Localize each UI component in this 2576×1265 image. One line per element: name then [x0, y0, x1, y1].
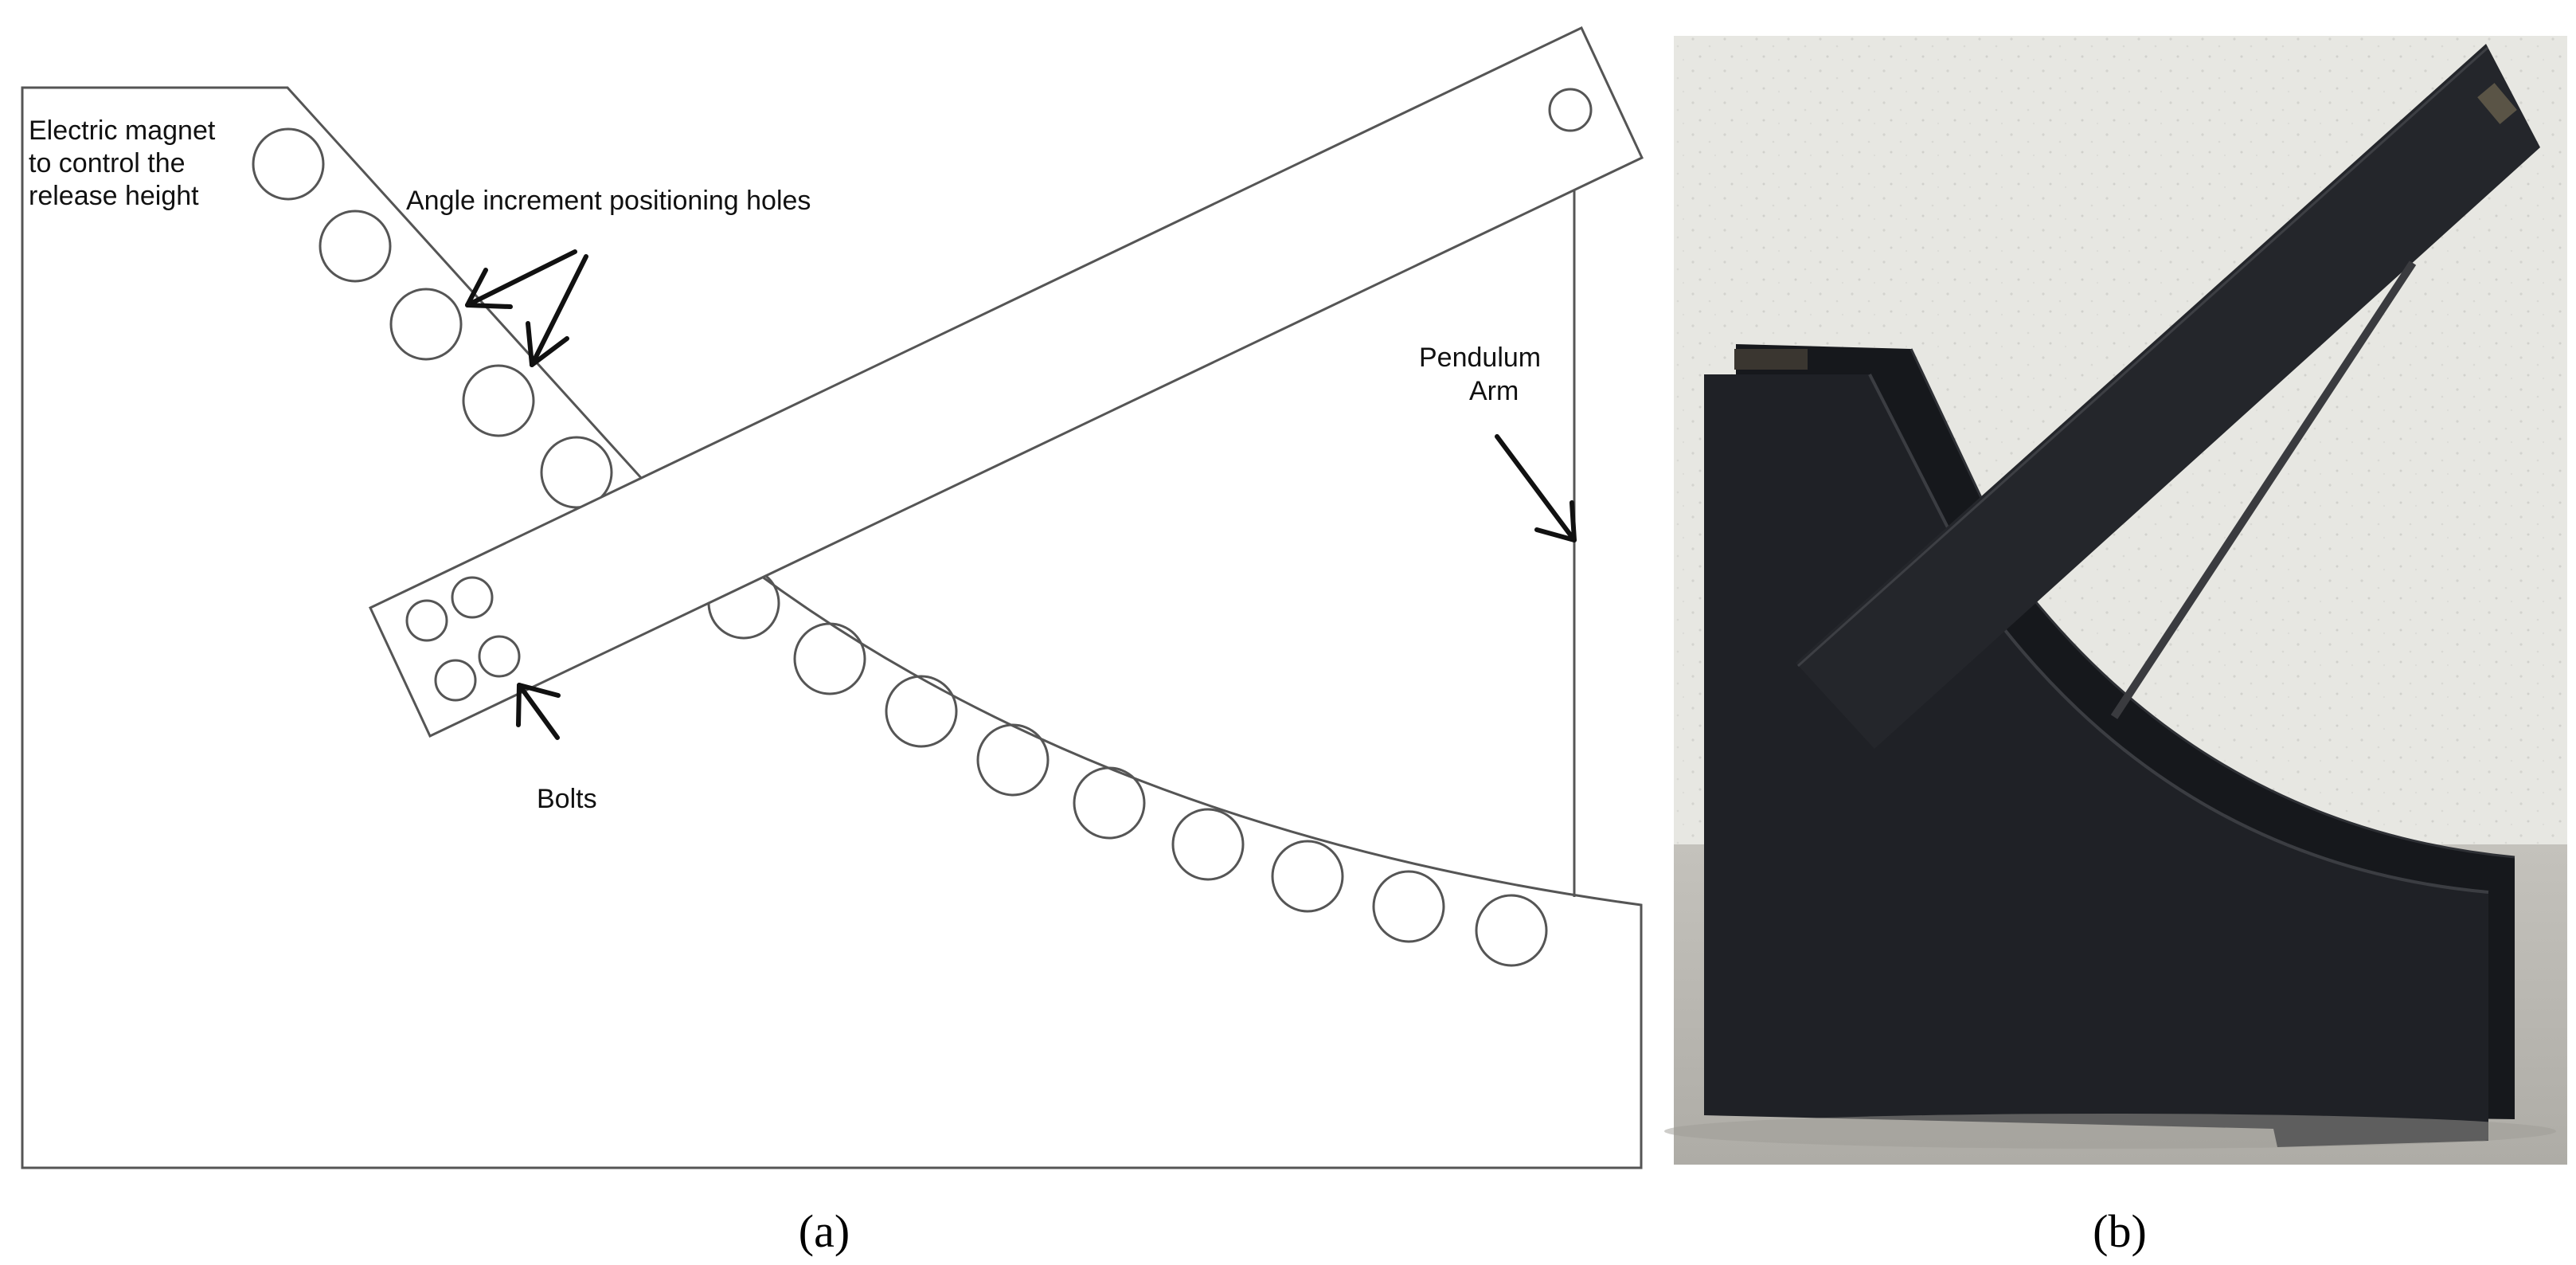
caption-a-letter: a — [814, 1205, 835, 1257]
arm-pivot-hole — [1548, 88, 1593, 132]
caption-b-letter: b — [2109, 1205, 2132, 1257]
device-arm-edge — [1796, 46, 2489, 668]
pendulum-arm — [369, 25, 1644, 738]
arm-bolts — [405, 576, 521, 702]
magnet-label-line1: Electric magnet — [29, 116, 216, 146]
device-curve-highlight — [1868, 374, 2489, 894]
caption-b: (b) — [2093, 1205, 2147, 1257]
bolts-arrow — [516, 683, 561, 740]
holes-arrow-left — [465, 249, 577, 309]
bolts-label: Bolts — [537, 784, 597, 814]
device-top-clamp — [2477, 83, 2517, 124]
caption-a-open: ( — [799, 1205, 814, 1257]
pendulum-label-line2: Arm — [1469, 376, 1519, 406]
caption-a: (a) — [799, 1205, 850, 1257]
panel-a-schematic — [21, 25, 1644, 1169]
pendulum-arm-arrow — [1495, 434, 1577, 542]
device-floor-shadow — [1664, 1114, 2556, 1149]
caption-a-close: ) — [835, 1205, 850, 1257]
device-back-curve-highlight — [1910, 348, 2515, 859]
device-magnet-fixture — [1734, 349, 1808, 370]
caption-b-close: ) — [2132, 1205, 2147, 1257]
holes-arrow-right — [526, 254, 588, 367]
magnet-label-line2: to control the — [29, 148, 186, 178]
panel-b-photo — [1664, 36, 2567, 1165]
device-support-rod — [2110, 260, 2417, 719]
holes-label: Angle increment positioning holes — [406, 186, 811, 216]
positioning-holes — [252, 127, 1548, 967]
annotation-arrows — [465, 249, 1577, 740]
device-arm — [1796, 44, 2540, 749]
magnet-label-line3: release height — [29, 181, 199, 211]
caption-b-open: ( — [2093, 1205, 2108, 1257]
device-front-plate — [1704, 374, 2488, 1147]
pendulum-label-line1: Pendulum — [1419, 343, 1541, 373]
